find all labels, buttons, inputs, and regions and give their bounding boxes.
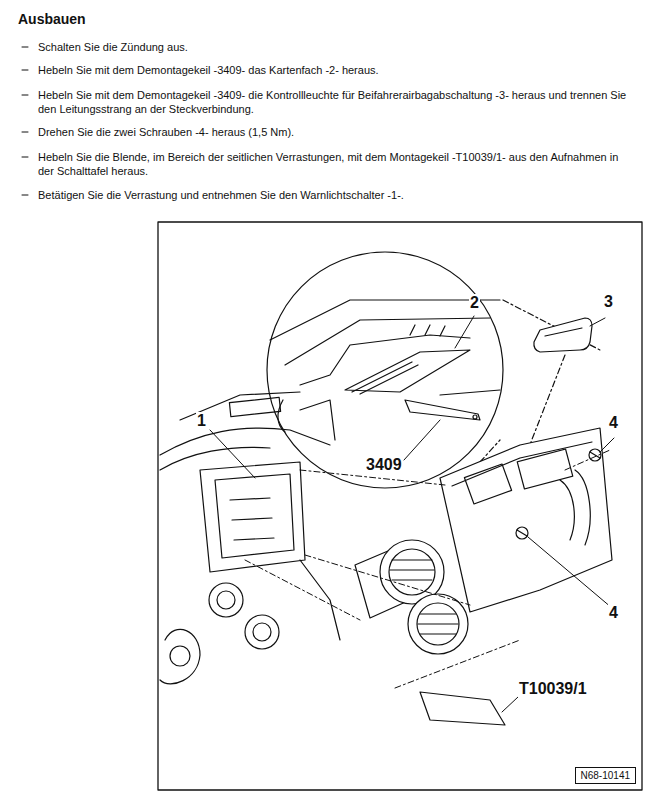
screw-4 (516, 527, 528, 539)
callout-number: 4 (608, 604, 619, 622)
instruction-step: Hebeln Sie mit dem Demontagekeil -3409- … (38, 63, 630, 77)
tool-number: 3409 (365, 456, 403, 474)
callout-number: 2 (469, 294, 480, 312)
wedge-T10039 (420, 692, 505, 725)
list-dashes (22, 47, 28, 195)
callout-number: 3 (603, 293, 614, 311)
instruction-step: Hebeln Sie mit dem Demontagekeil -3409- … (38, 88, 630, 116)
assembly-lines (245, 450, 610, 688)
air-vents (355, 540, 468, 654)
instruction-step: Drehen Sie die zwei Schrauben -4- heraus… (38, 125, 630, 139)
figure-id-box: N68-10141 (575, 767, 636, 784)
instruction-step: Hebeln Sie die Blende, im Bereich der se… (38, 150, 630, 178)
instruction-step: Betätigen Sie die Verrastung und entnehm… (38, 188, 630, 202)
callout-number: 1 (196, 412, 207, 430)
callout-number: 4 (608, 414, 619, 432)
tool-number: T10039/1 (518, 680, 588, 698)
dashboard (160, 392, 340, 684)
leader-lines (210, 316, 614, 712)
figure-frame (158, 222, 642, 790)
trim-panel (440, 428, 612, 612)
instruction-step: Schalten Sie die Zündung aus. (38, 40, 630, 54)
section-heading: Ausbauen (18, 11, 86, 27)
detail-magnifier (267, 252, 503, 488)
figure-id: N68-10141 (581, 770, 630, 781)
airbag-lamp-3 (534, 318, 592, 352)
wedge-3409 (405, 400, 480, 420)
